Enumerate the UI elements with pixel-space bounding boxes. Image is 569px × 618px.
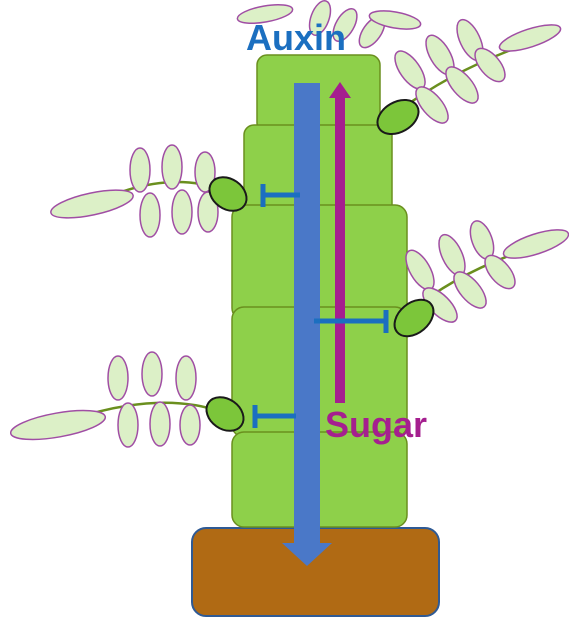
auxin-arrow-shaft [294,83,320,543]
leaflet [501,224,569,264]
leaflet [142,352,162,396]
leaf-middle-left [49,145,222,237]
leaf-lower-left [9,352,222,447]
leaflet [176,356,196,400]
leaflet [434,231,471,279]
leaflet [440,62,484,109]
leaflet [140,193,160,237]
sugar-label: Sugar [325,404,427,445]
leaflet [172,190,192,234]
leaflet [130,148,150,192]
leaflet [49,185,136,224]
leaflet [118,403,138,447]
leaflet [180,405,200,445]
leaflet [108,356,128,400]
auxin-label: Auxin [246,17,346,58]
leaflet [497,20,563,57]
leaflet [9,405,108,445]
leaflet [150,402,170,446]
sugar-arrow-shaft [335,98,345,403]
leaflet [162,145,182,189]
